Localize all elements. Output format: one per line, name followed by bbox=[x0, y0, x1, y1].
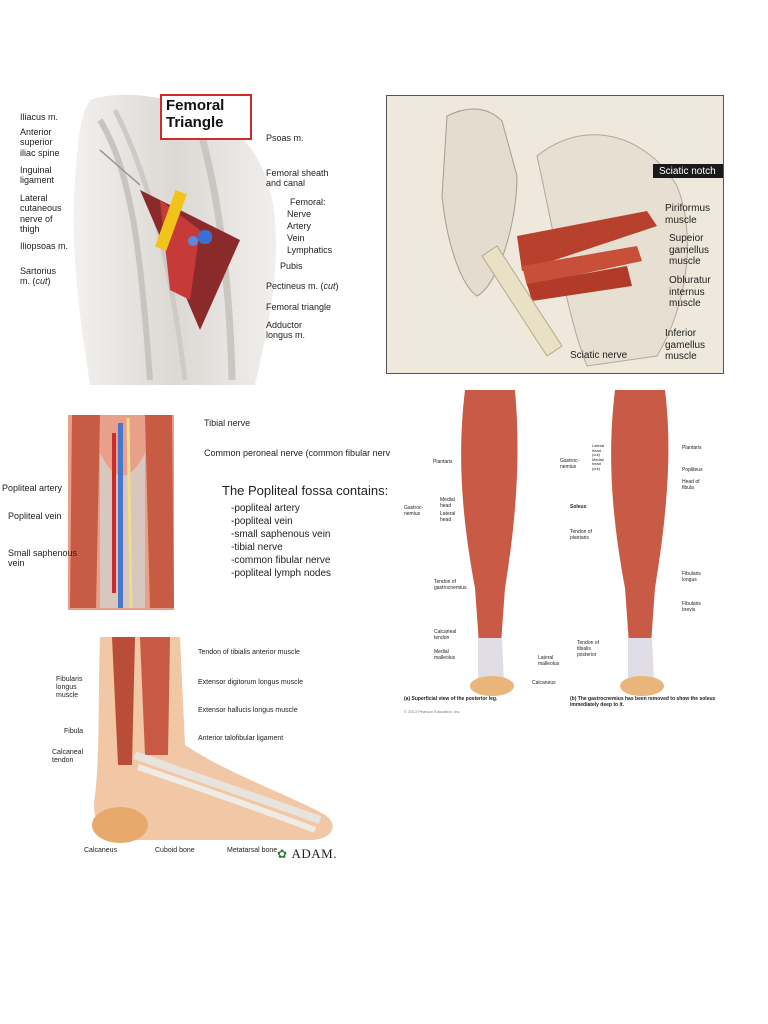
ankle-figure: Tendon of tibialis anterior muscle Exten… bbox=[40, 635, 350, 865]
label-adductor-longus: Adductor longus m. bbox=[266, 320, 306, 341]
label-medial-malleolus-a: Medial malleolus bbox=[434, 649, 456, 661]
label-ant-talofibular: Anterior talofibular ligament bbox=[198, 735, 284, 742]
label-ext-digitorum: Extensor digitorum longus muscle bbox=[198, 679, 304, 686]
label-iliacus: Iliacus m. bbox=[20, 112, 59, 122]
gluteal-illustration bbox=[441, 108, 688, 367]
list-item: -tibial nerve bbox=[231, 542, 283, 553]
label-fibularis-brevis-b: Fibularis brevis bbox=[682, 601, 701, 613]
label-ext-hallucis: Extensor hallucis longus muscle bbox=[198, 707, 298, 714]
label-femoral-nerve: Nerve bbox=[287, 209, 312, 219]
femoral-illustration bbox=[73, 94, 276, 385]
popliteal-figure: Tibial nerve Common peroneal nerve (comm… bbox=[0, 413, 390, 613]
label-calcaneal-tendon: Calcaneal tendon bbox=[52, 749, 84, 765]
list-item: -common fibular nerve bbox=[231, 555, 331, 566]
label-lateral-head-a: Lateral head bbox=[440, 511, 456, 523]
sciatic-notch-box bbox=[653, 164, 723, 178]
label-femoral-header: Femoral: bbox=[290, 197, 326, 207]
label-asis: Anterior superior iliac spine bbox=[20, 127, 60, 158]
label-femoral-vein: Vein bbox=[287, 233, 305, 243]
label-popliteal-artery: Popliteal artery bbox=[2, 483, 63, 493]
label-tendon-gastro-a: Tendon of gastrocnemius bbox=[434, 579, 467, 591]
label-heads-cut-b: Lateral head (cut) Medial head (cut) bbox=[592, 443, 605, 471]
label-common-peroneal: Common peroneal nerve (common fibular ne… bbox=[204, 448, 390, 458]
popliteal-illustration bbox=[68, 415, 174, 610]
label-popliteus-b: Popliteus bbox=[682, 467, 703, 473]
label-pectineus: Pectineus m. (cut) bbox=[266, 281, 339, 291]
label-lateral-malleolus-a: Lateral malleolus bbox=[538, 655, 560, 667]
label-inferior-gemellus: Inferior gamellus muscle bbox=[665, 328, 706, 362]
list-item: -popliteal artery bbox=[231, 503, 300, 514]
adam-logo-text: ADAM. bbox=[291, 846, 337, 861]
label-fibularis-longus: Fibularis longus muscle bbox=[56, 676, 83, 700]
popliteal-contains-title: The Popliteal fossa contains: bbox=[222, 483, 389, 498]
label-head-fibula-b: Head of fibula bbox=[682, 479, 700, 491]
label-tendon-plantaris-b: Tendon of plantaris bbox=[570, 529, 592, 541]
label-lateral-cutaneous: Lateral cutaneous nerve of thigh bbox=[20, 193, 62, 235]
label-sartorius: Sartorius m. (cut) bbox=[20, 266, 57, 287]
label-femoral-artery: Artery bbox=[287, 221, 312, 231]
label-iliopsoas: Iliopsoas m. bbox=[20, 241, 69, 251]
label-sciatic-nerve: Sciatic nerve bbox=[570, 350, 628, 361]
label-gastrocnemius-b: Gastroc- nemius bbox=[560, 458, 580, 470]
label-sciatic-notch: Sciatic notch bbox=[659, 166, 716, 177]
adam-logo: ✿ ADAM. bbox=[277, 845, 337, 861]
label-fibularis-longus-b: Fibularis longus bbox=[682, 571, 701, 583]
list-item: -small saphenous vein bbox=[231, 529, 331, 540]
label-popliteal-vein: Popliteal vein bbox=[8, 511, 62, 521]
label-plantaris-b: Plantaris bbox=[682, 445, 702, 451]
label-psoas: Psoas m. bbox=[266, 133, 304, 143]
label-inguinal-ligament: Inguinal ligament bbox=[20, 165, 55, 186]
label-femoral-sheath: Femoral sheath and canal bbox=[266, 168, 329, 189]
ankle-illustration bbox=[92, 637, 333, 843]
label-gastrocnemius-a: Gastroc- nemius bbox=[404, 505, 424, 517]
popliteal-contains-list: -popliteal artery -popliteal vein -small… bbox=[231, 502, 331, 580]
copyright-text: © 2013 Pearson Education, Inc. bbox=[404, 709, 461, 714]
label-calcaneus-a: Calcaneus bbox=[532, 680, 556, 686]
label-cuboid: Cuboid bone bbox=[155, 847, 195, 854]
label-obturator-internus: Obluratur internus muscle bbox=[669, 275, 711, 309]
label-pubis: Pubis bbox=[280, 261, 303, 271]
label-calcaneal-tendon-a: Calcaneal tendon bbox=[434, 629, 457, 641]
label-lymphatics: Lymphatics bbox=[287, 245, 333, 255]
gluteal-figure: Sciatic notch Piriformus muscle Supeior … bbox=[386, 95, 724, 374]
posterior-leg-illustration bbox=[461, 390, 669, 696]
label-tendon-tibialis-b: Tendon of tibialis posterior bbox=[577, 640, 599, 658]
femoral-triangle-title-box bbox=[160, 94, 252, 140]
label-piriformis: Piriformus muscle bbox=[665, 203, 711, 226]
label-plantaris-a: Plantaris bbox=[433, 459, 453, 465]
list-item: -popliteal vein bbox=[231, 516, 293, 527]
label-soleus-b: Soleus bbox=[570, 504, 587, 510]
posterior-leg-figure: Plantaris Gastroc- nemius Medial head La… bbox=[400, 388, 745, 718]
label-metatarsal: Metatarsal bone bbox=[227, 847, 278, 854]
femoral-triangle-figure: Femoral Triangle Iliacus m. Anterior sup… bbox=[0, 90, 360, 385]
label-calcaneus: Calcaneus bbox=[84, 847, 118, 854]
leaf-icon: ✿ bbox=[277, 847, 288, 861]
caption-a: (a) Superficial view of the posterior le… bbox=[404, 696, 498, 702]
label-small-saphenous: Small saphenous vein bbox=[8, 548, 78, 569]
label-femoral-triangle: Femoral triangle bbox=[266, 302, 332, 312]
list-item: -popliteal lymph nodes bbox=[231, 568, 332, 579]
caption-b: (b) The gastrocnemius has been removed t… bbox=[570, 696, 716, 708]
label-tibial-nerve: Tibial nerve bbox=[204, 418, 251, 428]
label-fibula: Fibula bbox=[64, 728, 84, 735]
femoral-triangle-title: Femoral Triangle bbox=[166, 97, 225, 132]
label-tibialis-anterior: Tendon of tibialis anterior muscle bbox=[198, 649, 300, 656]
label-superior-gemellus: Supeior gamellus muscle bbox=[669, 233, 710, 267]
label-medial-head-a: Medial head bbox=[440, 497, 455, 509]
